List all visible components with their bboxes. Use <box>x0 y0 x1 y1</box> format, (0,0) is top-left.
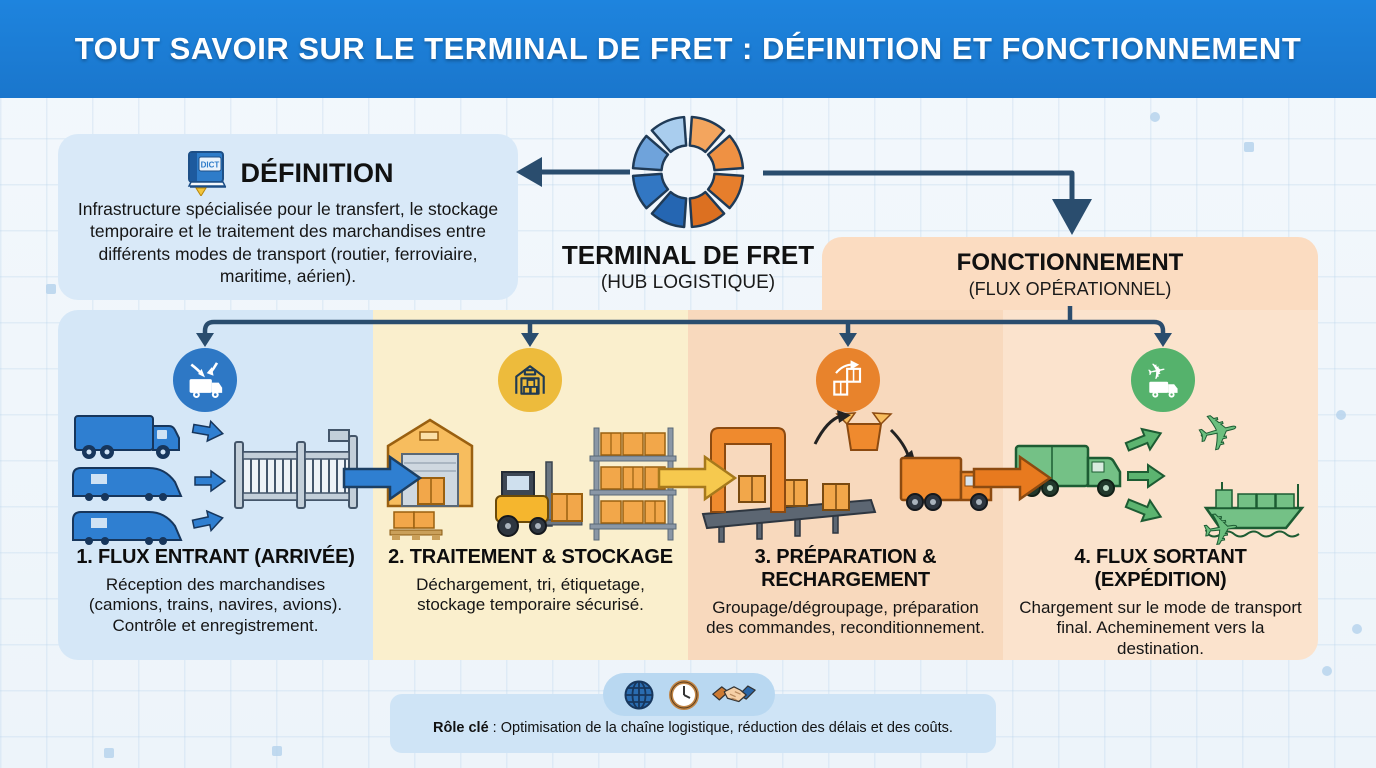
warehouse-icon <box>498 348 562 412</box>
arrowhead-down <box>1052 199 1092 235</box>
definition-text: Infrastructure spécialisée pour le trans… <box>77 199 499 287</box>
flow-arrow-blue <box>342 454 422 502</box>
outbound-illustration: ✈ ✈ <box>1014 406 1305 546</box>
step-title-1: 1. FLUX ENTRANT (ARRIVÉE) <box>76 546 355 568</box>
step-copy-2: 2. TRAITEMENT & STOCKAGE Déchargement, t… <box>373 546 688 616</box>
hub-subtitle: (HUB LOGISTIQUE) <box>600 272 776 293</box>
circuit-node <box>1352 624 1362 634</box>
hub-title: TERMINAL DE FRET <box>561 240 815 270</box>
circuit-node <box>46 284 56 294</box>
step-panel-traitement: 2. TRAITEMENT & STOCKAGE Déchargement, t… <box>373 310 688 660</box>
step-panel-preparation: 3. PRÉPARATION & RECHARGEMENT Groupage/d… <box>688 310 1003 660</box>
arrival-illustration <box>72 415 358 545</box>
step-title-3: 3. PRÉPARATION & RECHARGEMENT <box>754 546 937 591</box>
dictionary-book-icon: DICT <box>187 151 226 196</box>
step-text-4: Chargement sur le mode de transport fina… <box>1019 598 1302 658</box>
storage-illustration <box>386 418 677 541</box>
svg-text:✈: ✈ <box>1199 502 1243 546</box>
step-copy-4: 4. FLUX SORTANT (EXPÉDITION) Chargement … <box>1003 546 1318 659</box>
step-copy-1: 1. FLUX ENTRANT (ARRIVÉE) Réception des … <box>58 546 373 636</box>
clock-icon <box>669 679 699 710</box>
circuit-node <box>1322 666 1332 676</box>
arrow-to-fonctionnement <box>763 170 1075 199</box>
outbound-plane-truck-icon: ✈ <box>1131 348 1195 412</box>
circuit-node <box>272 746 282 756</box>
definition-card: DICT DÉFINITION Infrastructure spécialis… <box>58 134 518 300</box>
step-copy-3: 3. PRÉPARATION & RECHARGEMENT Groupage/d… <box>688 546 1003 639</box>
step-text-2: Déchargement, tri, étiquetage, stockage … <box>416 575 645 615</box>
svg-text:✈: ✈ <box>1191 406 1246 466</box>
step-title-4: 4. FLUX SORTANT (EXPÉDITION) <box>1074 546 1247 591</box>
step-text-1: Réception des marchandises (camions, tra… <box>88 575 343 635</box>
incoming-truck-icon <box>173 348 237 412</box>
circuit-node <box>1150 112 1160 122</box>
step-title-2: 2. TRAITEMENT & STOCKAGE <box>388 546 673 568</box>
role-icons-pill <box>603 673 775 716</box>
step-panel-arrivee: 1. FLUX ENTRANT (ARRIVÉE) Réception des … <box>58 310 373 660</box>
page-title: TOUT SAVOIR SUR LE TERMINAL DE FRET : DÉ… <box>74 31 1302 66</box>
fonctionnement-subtitle: (FLUX OPÉRATIONNEL) <box>968 279 1172 299</box>
fonctionnement-title: FONCTIONNEMENT <box>956 249 1184 276</box>
role-label: Rôle clé <box>433 720 489 736</box>
circuit-node <box>104 748 114 758</box>
header-banner: TOUT SAVOIR SUR LE TERMINAL DE FRET : DÉ… <box>0 0 1376 98</box>
role-text: Rôle clé : Optimisation de la chaîne log… <box>433 720 953 736</box>
arrowhead-left <box>516 157 542 187</box>
fonctionnement-card: FONCTIONNEMENT (FLUX OPÉRATIONNEL) <box>822 237 1318 311</box>
flow-arrow-orange <box>972 454 1052 502</box>
definition-title: DÉFINITION <box>240 157 394 188</box>
handshake-icon <box>712 684 756 702</box>
svg-text:✈: ✈ <box>1145 357 1169 386</box>
dict-label: DICT <box>200 161 219 170</box>
globe-icon <box>624 680 654 709</box>
repack-boxes-icon <box>816 348 880 412</box>
step-text-3: Groupage/dégroupage, préparation des com… <box>706 598 985 638</box>
definition-header: DICT DÉFINITION <box>58 150 518 196</box>
circuit-node <box>1336 410 1346 420</box>
hub-wheel-icon <box>629 113 747 231</box>
circuit-node <box>1244 142 1254 152</box>
flow-arrow-yellow <box>657 454 737 502</box>
repack-illustration <box>701 410 993 543</box>
